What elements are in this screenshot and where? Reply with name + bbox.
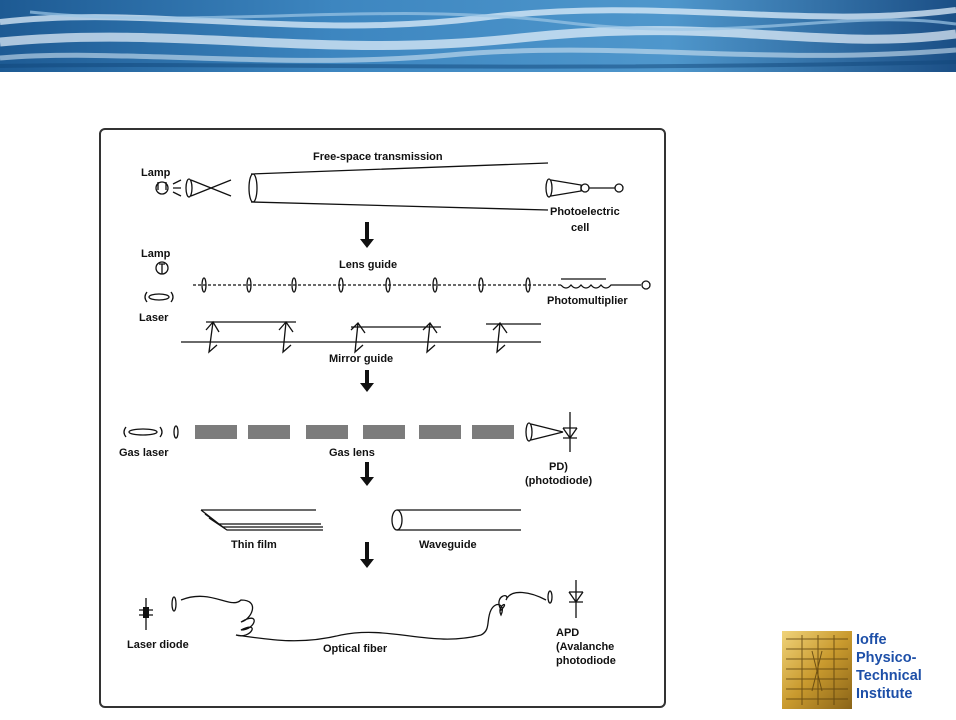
label-waveguide: Waveguide [419,539,477,551]
lens-guide-system [144,261,651,303]
label-laser-diode: Laser diode [127,639,189,651]
optical-communication-evolution-figure: Lamp Free-space transmission Photoelectr… [99,128,666,708]
logo-line-1: Ioffe [856,632,887,648]
label-photoelectric: Photoelectric [550,206,620,218]
evolution-diagram: Lamp Free-space transmission Photoelectr… [119,151,651,667]
label-gas-lens: Gas lens [329,447,375,459]
institute-emblem-icon [782,631,852,709]
label-avalanche-photodiode: photodiode [556,655,616,667]
down-arrow-icon [360,370,374,392]
down-arrow-icon [360,542,374,568]
logo-line-2: Physico- [856,650,917,666]
label-photomultiplier: Photomultiplier [547,295,628,307]
label-optical-fiber: Optical fiber [323,643,388,655]
logo-line-3: Technical [856,668,922,684]
label-lens-guide: Lens guide [339,259,397,271]
institute-name: Ioffe Physico- Technical Institute [856,631,946,703]
label-thin-film: Thin film [231,539,277,551]
label-photodiode: (photodiode) [525,475,593,487]
optical-fiber-system [139,580,584,642]
thin-film-waveguide [200,509,521,531]
label-avalanche: (Avalanche [556,641,614,653]
mirror-guide-system [181,320,541,354]
free-space-system [155,162,624,211]
label-apd: APD [556,627,579,639]
label-pd: PD) [549,461,568,473]
down-arrow-icon [360,462,374,486]
label-cell: cell [571,222,589,234]
label-lamp-2: Lamp [141,248,171,260]
logo-line-4: Institute [856,686,913,702]
label-lamp: Lamp [141,167,171,179]
label-free-space: Free-space transmission [313,151,443,163]
institute-logo: Ioffe Physico- Technical Institute [782,631,942,709]
label-gas-laser: Gas laser [119,447,169,459]
header-banner [0,0,956,72]
down-arrow-icon [360,222,374,248]
label-mirror-guide: Mirror guide [329,353,393,365]
gas-lens-system [123,412,578,452]
label-laser: Laser [139,312,169,324]
